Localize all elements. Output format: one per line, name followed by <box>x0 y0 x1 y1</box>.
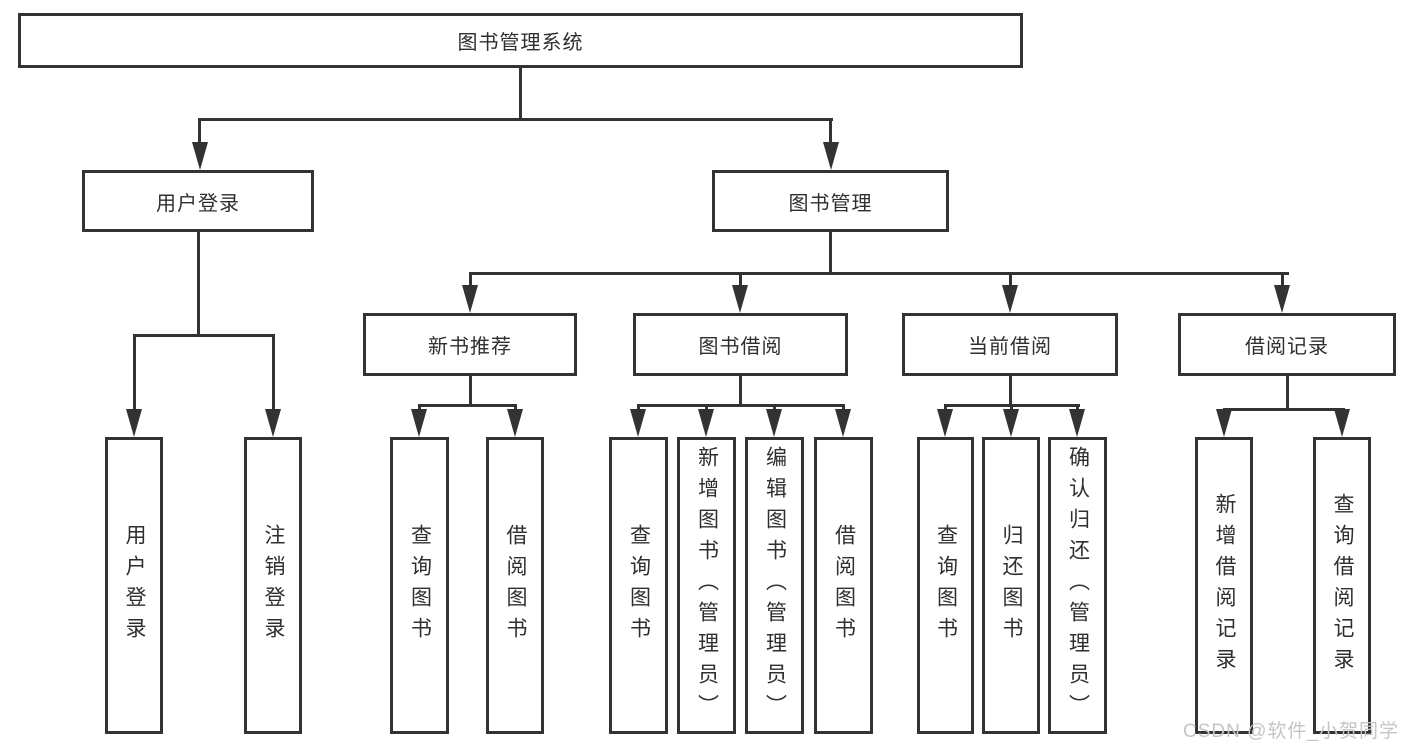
leaf-query-books-current: 查询图书 <box>917 437 974 734</box>
connector-line <box>514 404 517 412</box>
connector-line <box>1009 376 1012 407</box>
leaf-borrow-books: 借阅图书 <box>814 437 873 734</box>
connector-line <box>1076 404 1079 412</box>
connector-arrow <box>507 409 523 437</box>
connector-line <box>944 404 947 412</box>
connector-arrow <box>823 142 839 170</box>
connector-line <box>739 376 742 407</box>
leaf-confirm-return-admin: 确认归还（管理员） <box>1048 437 1107 734</box>
connector-line <box>829 232 832 275</box>
connector-line <box>1009 272 1012 287</box>
connector-line <box>272 334 275 411</box>
connector-line <box>469 376 472 407</box>
connector-arrow <box>630 409 646 437</box>
connector-line <box>705 404 708 412</box>
node-user-login: 用户登录 <box>82 170 314 232</box>
connector-line <box>829 118 832 146</box>
connector-line <box>842 404 845 412</box>
connector-arrow <box>192 142 208 170</box>
leaf-user-login: 用户登录 <box>105 437 163 734</box>
node-root: 图书管理系统 <box>18 13 1023 68</box>
connector-line <box>418 404 421 412</box>
connector-line <box>469 272 1289 275</box>
connector-line <box>1223 408 1345 411</box>
node-new-book-recommend: 新书推荐 <box>363 313 577 376</box>
connector-arrow <box>462 285 478 313</box>
connector-line <box>133 334 275 337</box>
connector-line <box>637 404 640 412</box>
connector-line <box>773 404 776 412</box>
leaf-query-borrow-record: 查询借阅记录 <box>1313 437 1371 734</box>
connector-arrow <box>1274 285 1290 313</box>
connector-line <box>133 334 136 411</box>
connector-line <box>418 404 517 407</box>
connector-arrow <box>1069 409 1085 437</box>
connector-line <box>739 272 742 287</box>
leaf-query-books-recommend: 查询图书 <box>390 437 449 734</box>
connector-line <box>637 404 845 407</box>
connector-line <box>197 232 200 337</box>
connector-arrow <box>411 409 427 437</box>
node-book-management: 图书管理 <box>712 170 949 232</box>
connector-line <box>519 68 522 120</box>
leaf-logout: 注销登录 <box>244 437 302 734</box>
leaf-query-books-borrow: 查询图书 <box>609 437 668 734</box>
connector-arrow <box>1216 409 1232 437</box>
connector-line <box>1281 272 1284 287</box>
leaf-edit-book-admin: 编辑图书（管理员） <box>745 437 804 734</box>
connector-arrow <box>1334 409 1350 437</box>
connector-arrow <box>732 285 748 313</box>
node-current-borrow: 当前借阅 <box>902 313 1118 376</box>
connector-line <box>1286 376 1289 411</box>
node-book-borrow: 图书借阅 <box>633 313 848 376</box>
connector-line <box>198 118 201 146</box>
leaf-borrow-books-recommend: 借阅图书 <box>486 437 544 734</box>
connector-arrow <box>126 409 142 437</box>
connector-arrow <box>1003 409 1019 437</box>
leaf-add-book-admin: 新增图书（管理员） <box>677 437 736 734</box>
connector-line <box>469 272 472 287</box>
connector-line <box>198 118 833 121</box>
connector-arrow <box>265 409 281 437</box>
leaf-return-book: 归还图书 <box>982 437 1040 734</box>
node-borrow-records: 借阅记录 <box>1178 313 1396 376</box>
csdn-watermark: CSDN @软件_小贺同学 <box>1183 721 1399 742</box>
connector-arrow <box>835 409 851 437</box>
connector-arrow <box>1002 285 1018 313</box>
connector-arrow <box>766 409 782 437</box>
leaf-add-borrow-record: 新增借阅记录 <box>1195 437 1253 734</box>
connector-line <box>1010 404 1013 412</box>
connector-arrow <box>937 409 953 437</box>
connector-arrow <box>698 409 714 437</box>
